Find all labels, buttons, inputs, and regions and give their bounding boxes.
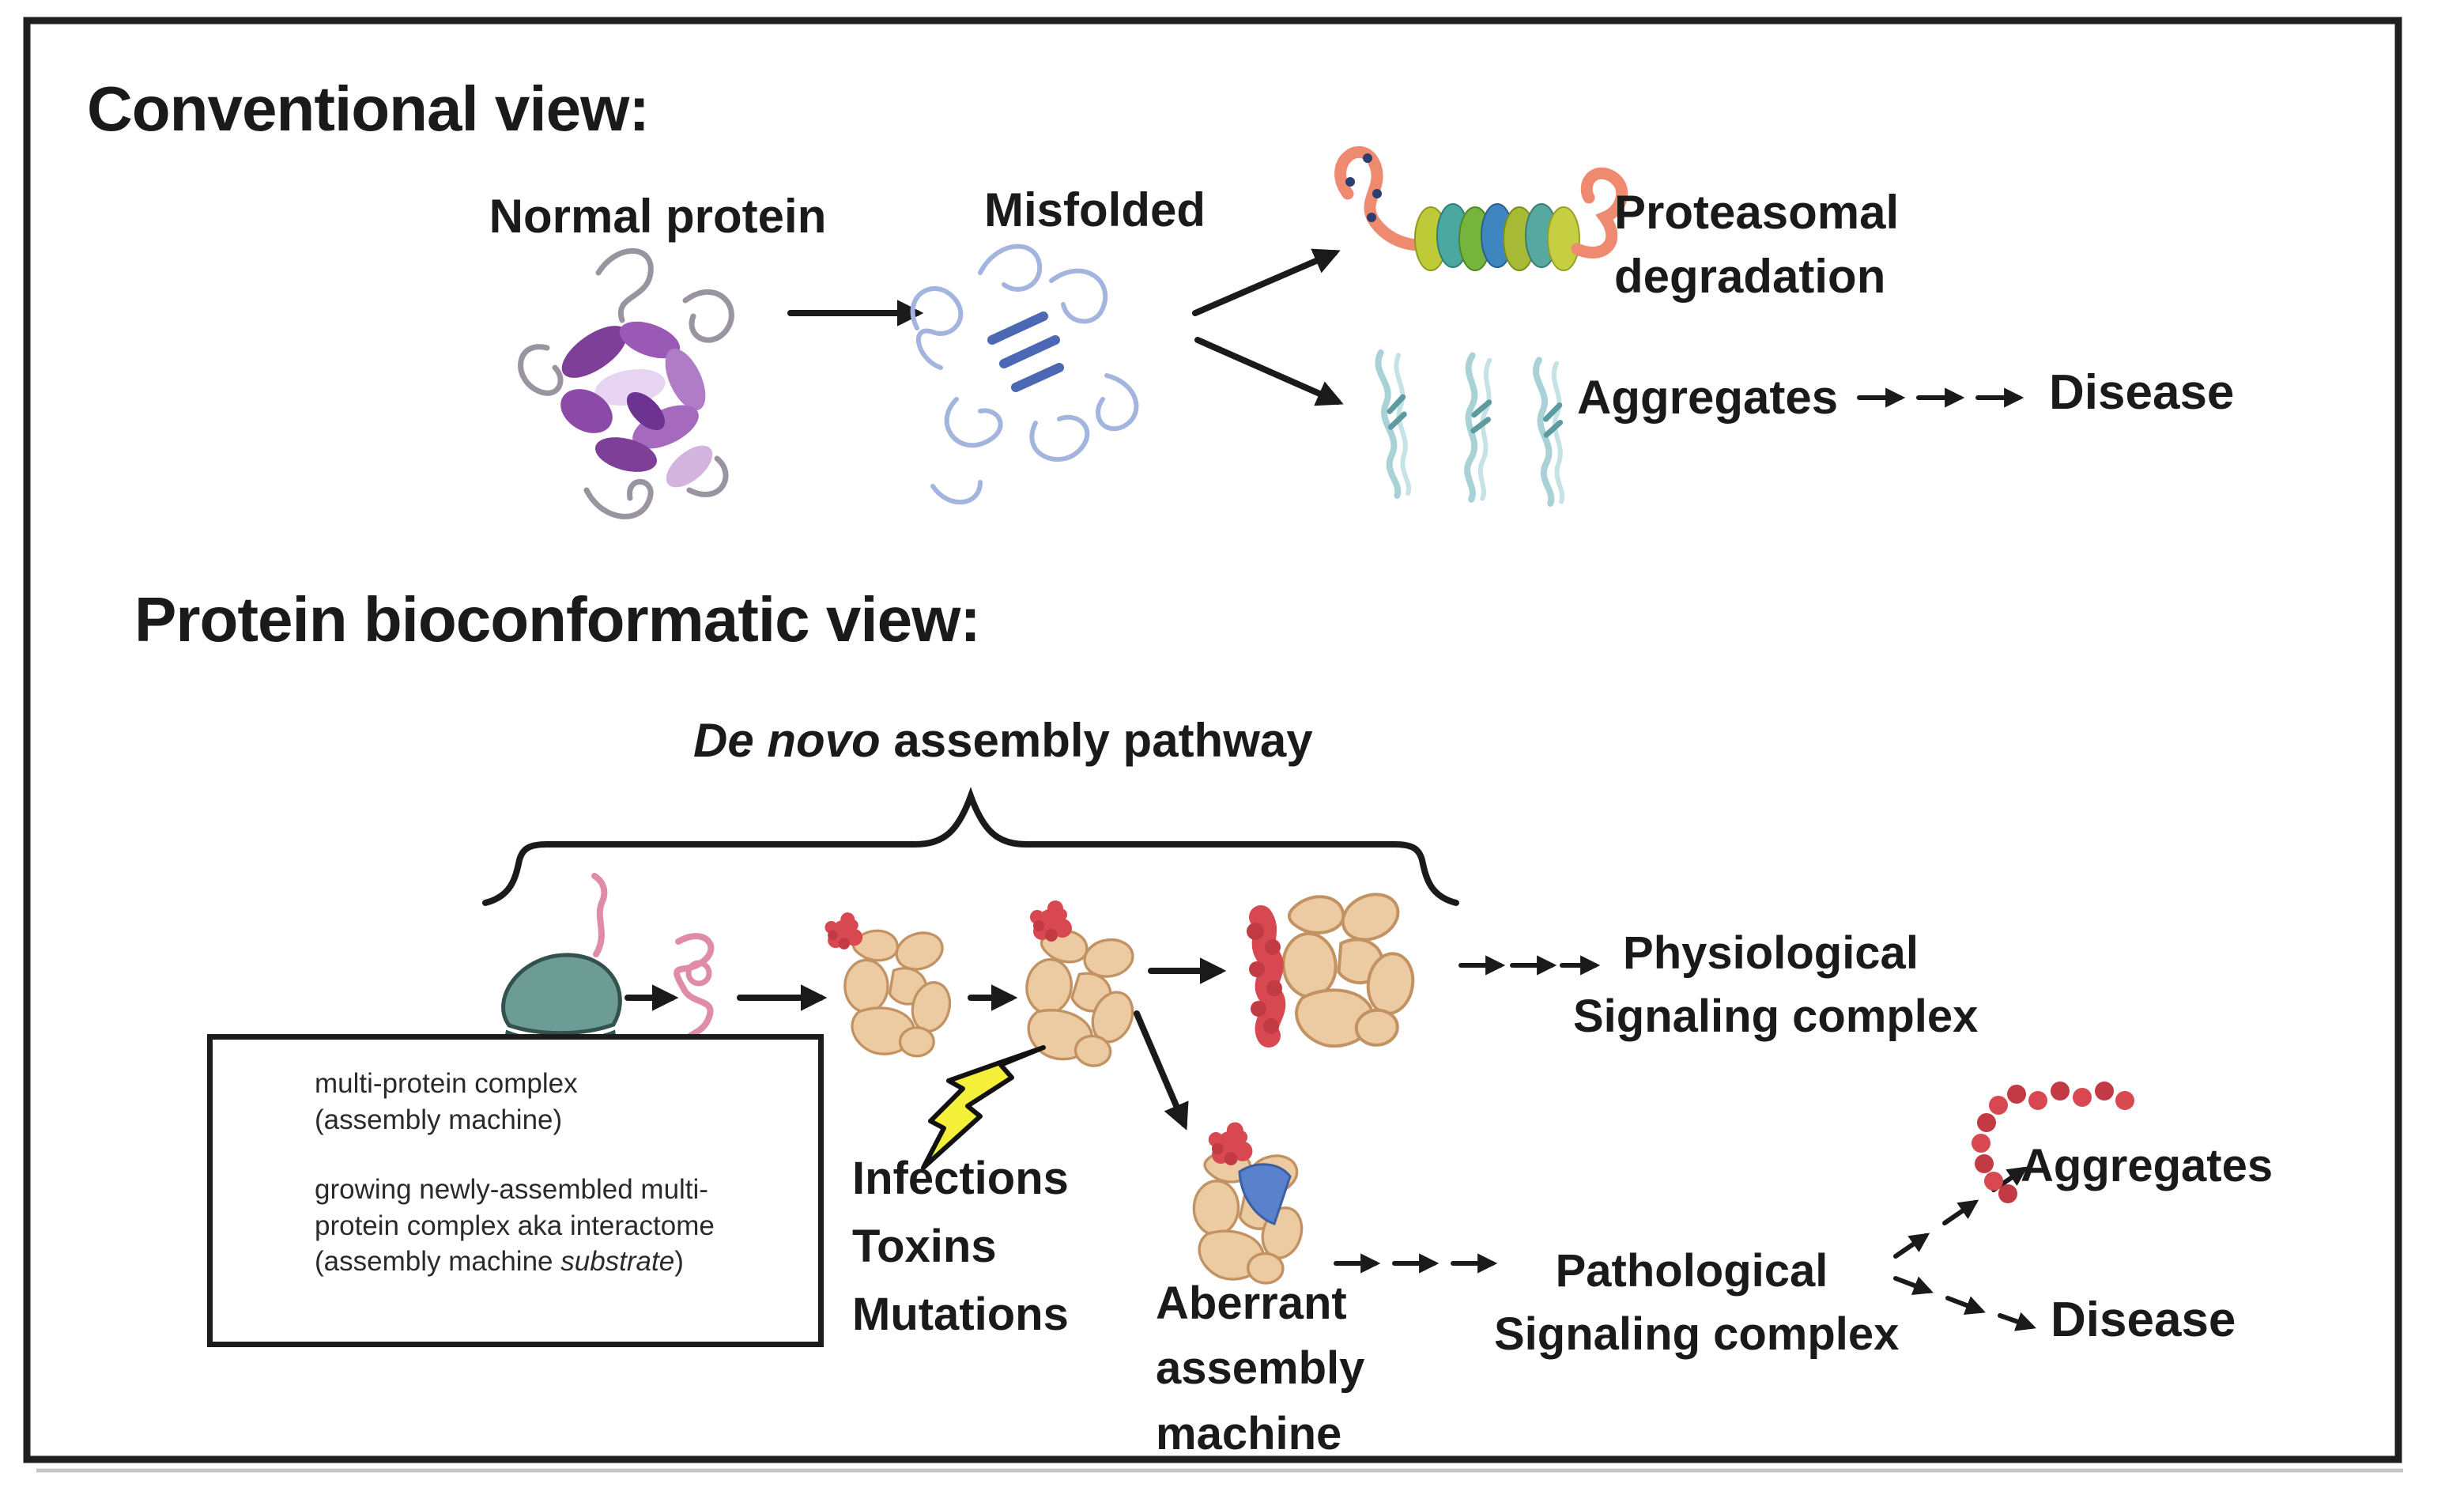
normal-protein-icon xyxy=(518,248,734,519)
denovo-rest: assembly pathway xyxy=(880,714,1313,767)
multi-protein-complex-icon xyxy=(843,926,957,1058)
grown-interactome-icon xyxy=(1247,905,1286,1048)
legend-item2-label: growing newly-assembled multi- protein c… xyxy=(315,1174,715,1277)
interactome-icon xyxy=(824,912,863,949)
mutations-label: Mutations xyxy=(852,1288,1069,1340)
arrow-chain-to-aggregates-bottom xyxy=(1893,1166,2028,1259)
brace-icon xyxy=(482,787,1459,906)
blue-subunit-icon xyxy=(1238,1163,1292,1225)
arrow-misfolded-to-proteasome xyxy=(1192,248,1341,316)
conventional-title: Conventional view: xyxy=(87,74,650,144)
misfolded-label: Misfolded xyxy=(984,183,1206,236)
toxins-label: Toxins xyxy=(852,1220,997,1272)
legend-item1-label: multi-protein complex (assembly machine) xyxy=(315,1068,578,1135)
aggregates-top-label: Aggregates xyxy=(1577,371,1839,424)
multi-protein-complex-icon xyxy=(1275,882,1426,1055)
denovo-pathway-label: De novo assembly pathway xyxy=(693,708,1313,772)
unfolded-polypeptide-icon xyxy=(674,933,715,1055)
physiological-label: Physiological Signaling complex xyxy=(1573,927,1979,1043)
interactome-icon xyxy=(1030,900,1072,942)
proteasomal-degradation-label: Proteasomal degradation xyxy=(1614,186,1900,303)
aggregates-beads-icon xyxy=(1972,1082,2134,1203)
frame-border xyxy=(23,17,2402,1463)
arrow-chain-to-disease-bottom xyxy=(1893,1276,2036,1331)
aggregates-fibrils-icon xyxy=(1375,349,1565,508)
disease-top-label: Disease xyxy=(2049,365,2235,420)
disease-bottom-label: Disease xyxy=(2051,1293,2236,1347)
arrow-misfolded-to-aggregates xyxy=(1194,337,1344,406)
misfolded-protein-icon xyxy=(910,244,1139,505)
proteasome-icon xyxy=(1334,145,1628,271)
ribosome-icon xyxy=(501,873,622,1056)
arrow-to-aberrant-machine xyxy=(1134,1010,1189,1131)
nascent-chain-icon xyxy=(591,873,608,957)
infections-label: Infections xyxy=(852,1153,1069,1204)
aggregates-bottom-label: Aggregates xyxy=(2021,1140,2273,1191)
lightning-bolt-icon xyxy=(921,1045,1046,1170)
legend-box xyxy=(207,1034,824,1347)
normal-protein-label: Normal protein xyxy=(489,190,827,243)
stress-factors-label: Infections Toxins Mutations xyxy=(852,1145,1069,1348)
aberrant-machine-icon xyxy=(1188,1122,1312,1287)
aberrant-machine-label: Aberrant assembly machine xyxy=(1156,1278,1365,1459)
pathological-label: Pathological Signaling complex xyxy=(1494,1245,1900,1361)
bioconformatic-title: Protein bioconformatic view: xyxy=(134,584,981,655)
denovo-italic: De novo xyxy=(693,714,881,767)
